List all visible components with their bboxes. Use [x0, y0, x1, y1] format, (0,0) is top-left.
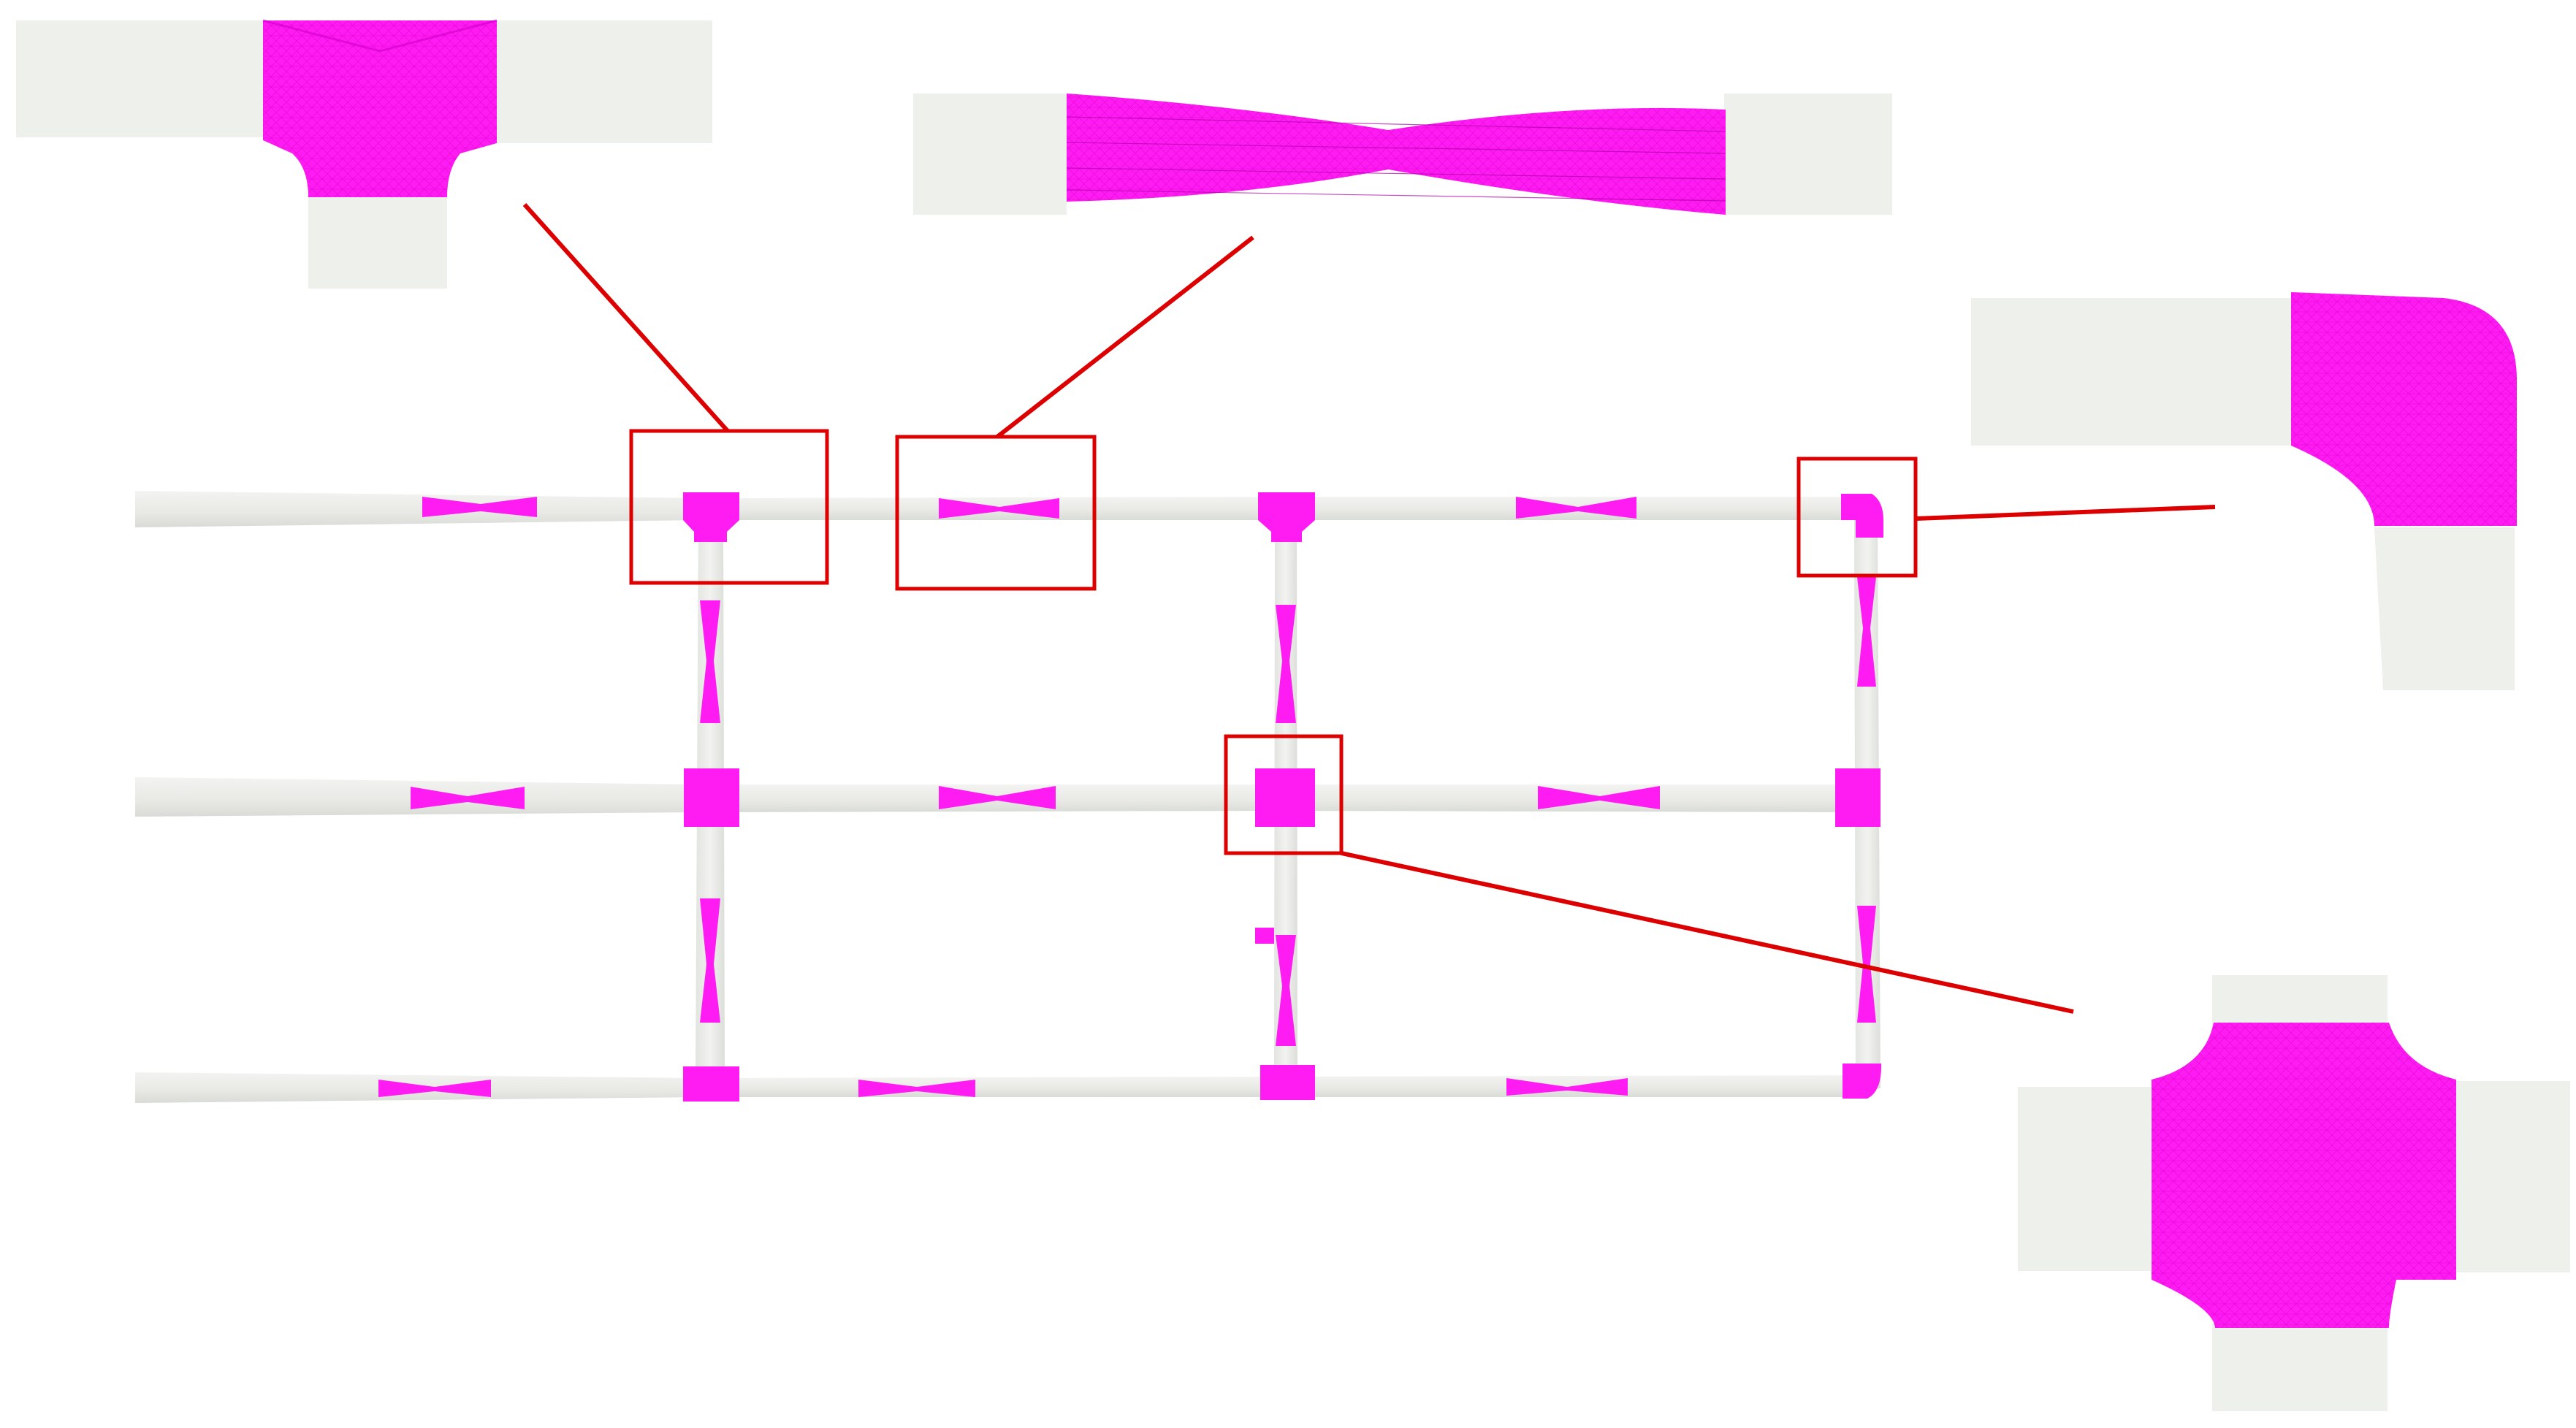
zoom-straight-pipe — [913, 93, 1892, 215]
zoom-cross-junction — [2018, 975, 2570, 1411]
zoom-tee-junction — [16, 19, 712, 289]
horizontal-pipe-1 — [135, 491, 1856, 527]
pipe-network — [135, 491, 1883, 1103]
zoom-elbow-junction — [1971, 292, 2517, 690]
callout-box-straight — [895, 435, 1097, 591]
mesh-refinements — [378, 492, 1883, 1101]
callout-box-tee — [629, 429, 829, 585]
callout-box-cross — [1224, 734, 1344, 855]
callout-lines — [522, 202, 2216, 1014]
